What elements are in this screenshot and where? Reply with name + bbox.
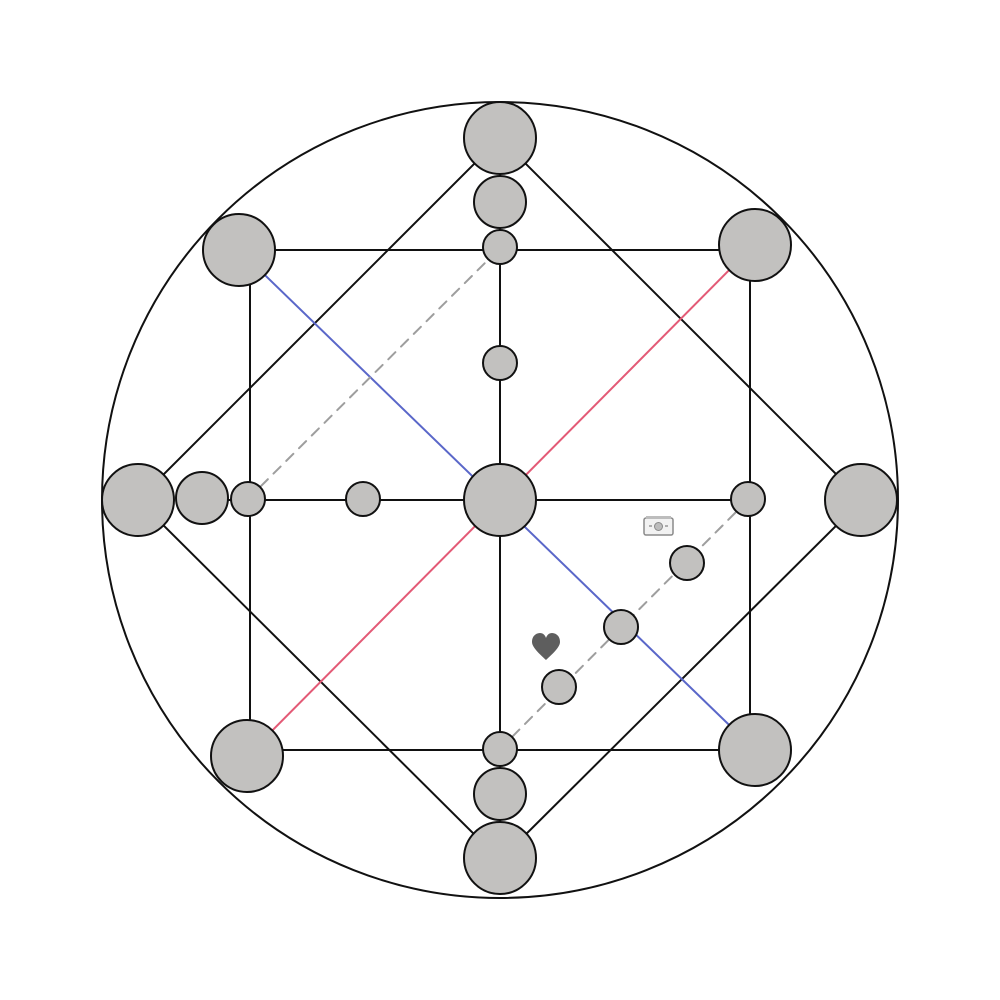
- node-left-axis[interactable]: [345, 481, 381, 517]
- node-top-square-mid[interactable]: [482, 229, 518, 265]
- dashed-guide-upper-left: [247, 247, 501, 500]
- node-bottom[interactable]: [463, 821, 537, 895]
- node-right[interactable]: [824, 463, 898, 537]
- heart-icon: [532, 633, 560, 660]
- node-left[interactable]: [101, 463, 175, 537]
- node-top[interactable]: [463, 101, 537, 175]
- node-guide-3[interactable]: [541, 669, 577, 705]
- node-bottom-left[interactable]: [210, 719, 284, 793]
- node-center[interactable]: [463, 463, 537, 537]
- node-left-square-mid[interactable]: [230, 481, 266, 517]
- node-upper-axis[interactable]: [482, 345, 518, 381]
- node-bottom-right[interactable]: [718, 713, 792, 787]
- node-guide-2[interactable]: [603, 609, 639, 645]
- dashed-guide-lower-right: [499, 499, 749, 750]
- node-guide-1[interactable]: [669, 545, 705, 581]
- node-top-right[interactable]: [718, 208, 792, 282]
- node-bottom-square-mid[interactable]: [482, 731, 518, 767]
- node-right-square-mid[interactable]: [730, 481, 766, 517]
- node-top-medium[interactable]: [473, 175, 527, 229]
- node-left-medium[interactable]: [175, 471, 229, 525]
- node-top-left[interactable]: [202, 213, 276, 287]
- node-bottom-medium[interactable]: [473, 767, 527, 821]
- money-icon: [643, 516, 674, 536]
